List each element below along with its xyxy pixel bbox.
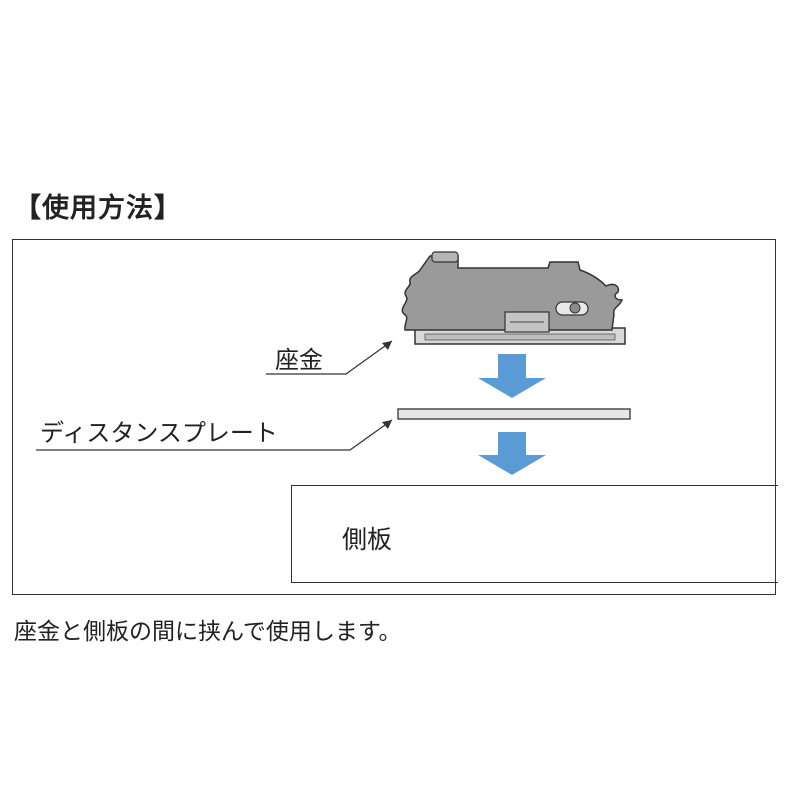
distance-plate-label: ディスタンスプレート [40,419,278,447]
washer-base-rim [424,333,616,341]
down-arrow-1 [478,354,546,398]
leader-arrowhead-washer [382,341,392,350]
distance-plate [397,408,631,420]
down-arrow-2 [478,432,546,475]
diagram-frame [12,239,776,595]
leader-line-washer [266,340,393,375]
section-heading: 【使用方法】 [14,193,182,224]
side-panel: 側板 [291,485,778,583]
usage-caption: 座金と側板の間に挟んで使用します。 [14,619,402,645]
washer-top-boss [431,251,459,263]
leader-arrowhead-plate [382,420,392,429]
leader-line-plate [36,419,393,451]
washer-label: 座金 [275,346,323,374]
washer-adjust-screw [569,302,581,314]
side-panel-label: 側板 [342,525,393,554]
washer-illustration [401,251,626,345]
